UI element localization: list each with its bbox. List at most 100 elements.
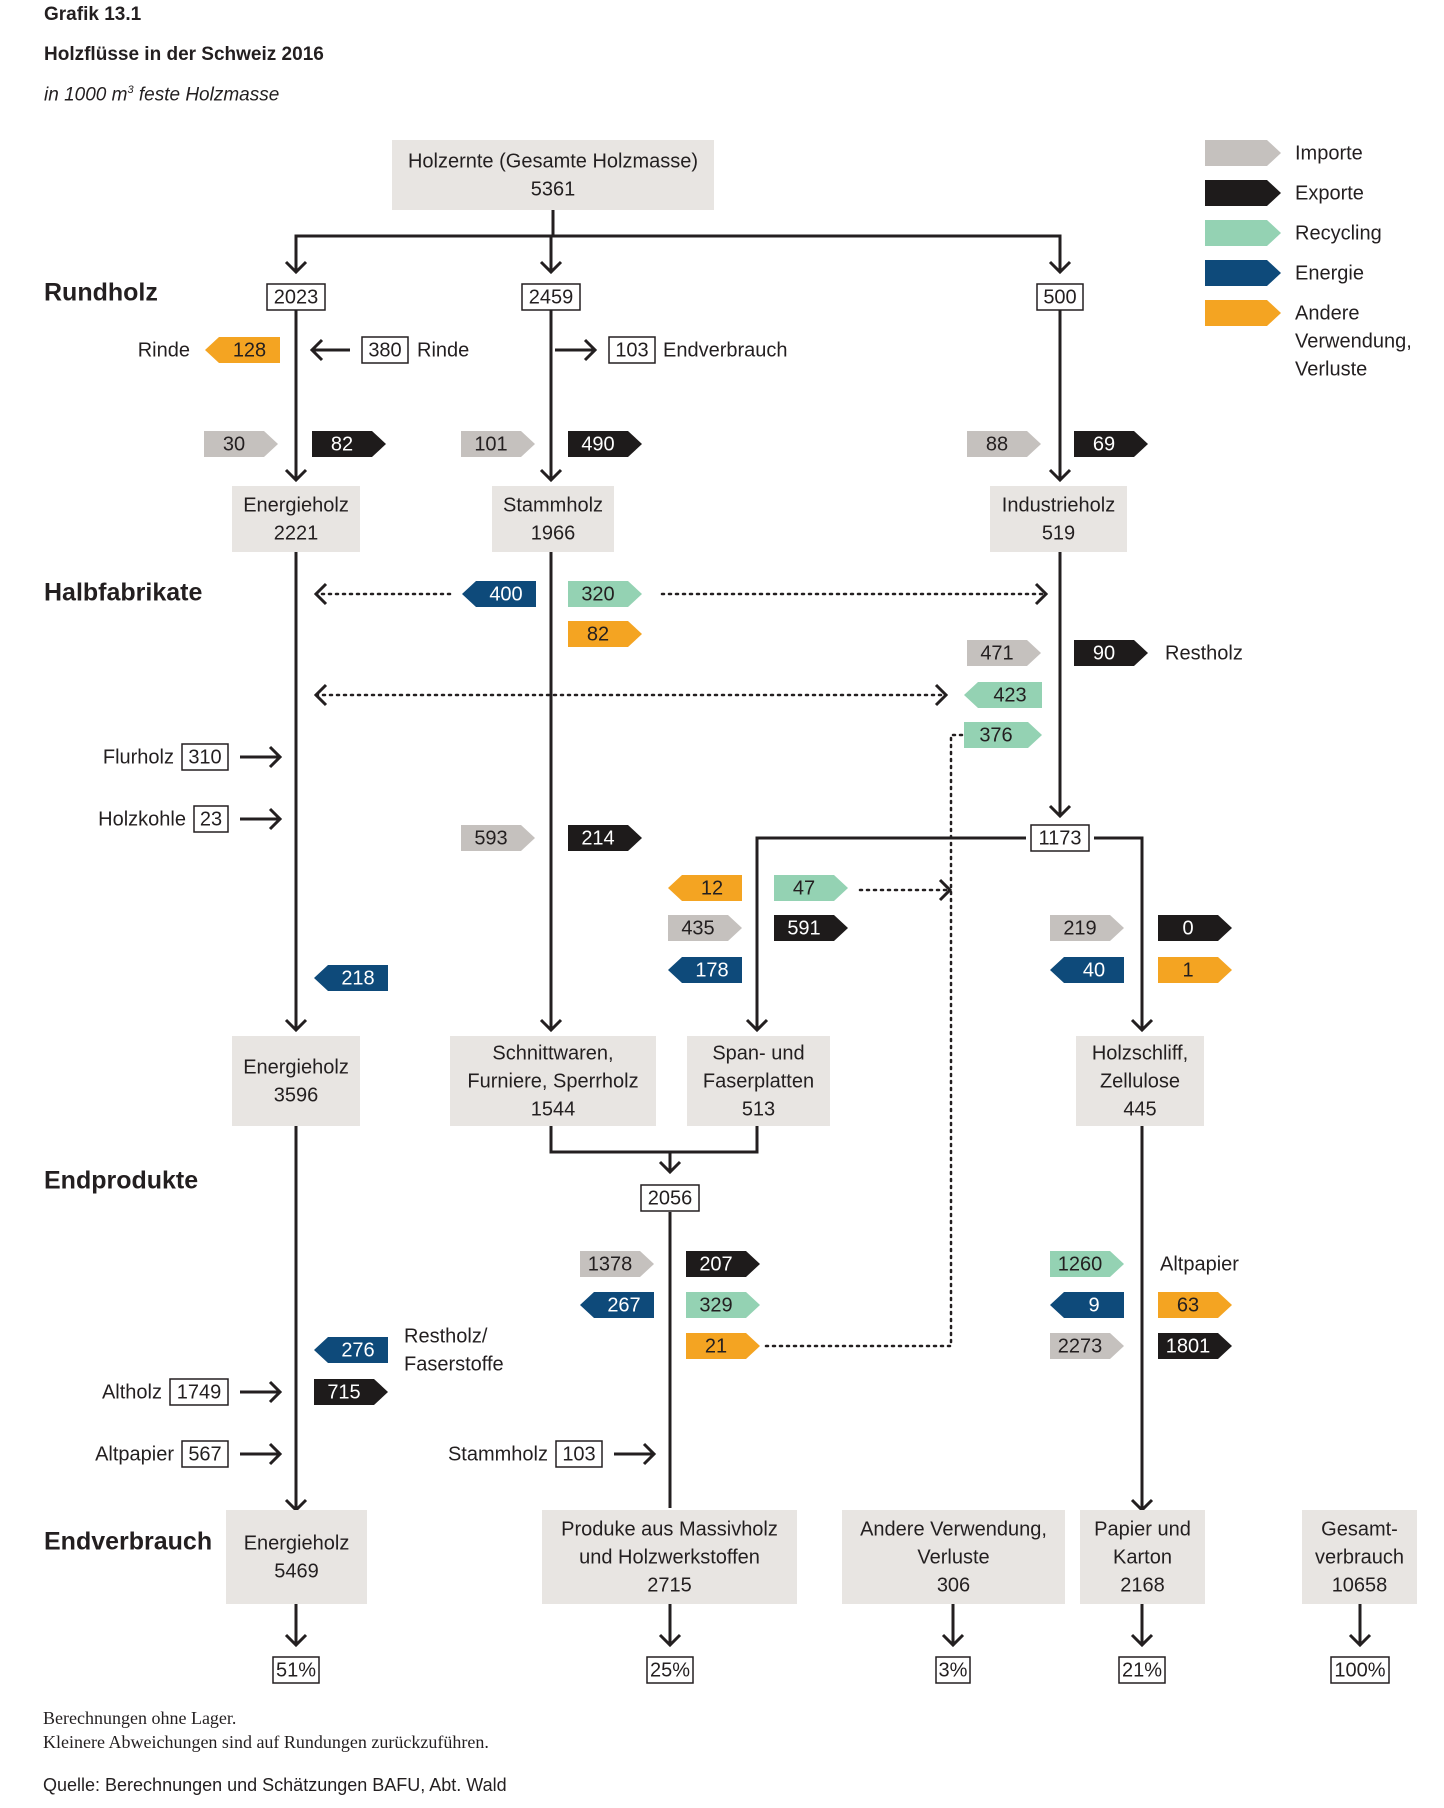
input-label-altholz: Altholz: [102, 1381, 162, 1403]
box-text-ev-other: 306: [937, 1574, 970, 1596]
arrowhead-icon: [941, 1633, 965, 1648]
arrowhead-icon: [938, 878, 953, 902]
framed-value-ep-2056: 2056: [648, 1187, 693, 1209]
box-text-hf-sawn: 1544: [531, 1098, 576, 1120]
arrowhead-icon: [1048, 804, 1072, 819]
flow-tag-energy: [462, 581, 536, 607]
flow-tag-energy: [1050, 1292, 1124, 1318]
flow-value-exp-energy-rh: 82: [331, 433, 353, 455]
flow-value-exp-log: 490: [581, 433, 614, 455]
input-value-stammholz-in-frame: [555, 1440, 603, 1468]
framed-value-rh-2023-frame: [266, 283, 326, 311]
box-rh-energy: [232, 486, 360, 552]
input-label-stammholz-in: Stammholz: [448, 1443, 548, 1465]
flow-tag-export: [1074, 640, 1148, 666]
input-arrow-altpapier-in-head-icon: [268, 1442, 283, 1466]
box-text-ev-other: Andere Verwendung,: [860, 1518, 1047, 1540]
framed-value-rh-2459: 2459: [529, 286, 574, 308]
flow-tag-energy: [314, 1337, 388, 1363]
flow-tag-import: [1050, 915, 1124, 941]
flow-value-exp-paper: 1801: [1166, 1335, 1211, 1357]
flow-tag-other: [686, 1333, 760, 1359]
input-value-endverbrauch: 103: [615, 339, 648, 361]
box-text-hf-panels: Span- und: [712, 1042, 804, 1064]
flow-value-saw-other: 82: [587, 623, 609, 645]
framed-value-pct-other: 3%: [939, 1659, 968, 1681]
arrowhead-icon: [284, 1633, 308, 1648]
flow-value-exp-pulp: 0: [1182, 917, 1193, 939]
unit-suffix: feste Holzmasse: [133, 84, 280, 106]
box-rh-log: [492, 486, 614, 552]
flow-tag-other: [1158, 1292, 1232, 1318]
flow-tag-energy: [314, 965, 388, 991]
box-text-hf-energy: 3596: [274, 1084, 319, 1106]
input-label-altpapier-in: Altpapier: [95, 1443, 174, 1465]
arrowhead-icon: [313, 683, 328, 707]
arrowhead-icon: [1130, 1018, 1154, 1033]
arrowhead-icon: [658, 1160, 682, 1175]
flow-tag-other: [668, 875, 742, 901]
framed-value-pct-energy-frame: [272, 1656, 320, 1684]
split-right-line: [1094, 836, 1144, 1028]
box-text-hf-pulp: Zellulose: [1100, 1070, 1180, 1092]
box-text-ev-solid: und Holzwerkstoffen: [579, 1546, 760, 1568]
framed-value-pct-paper: 21%: [1122, 1659, 1162, 1681]
box-text-rh-industry: Industrieholz: [1002, 494, 1115, 516]
box-rh-industry: [990, 486, 1127, 552]
box-text-harvest: 5361: [531, 178, 576, 200]
flow-tag-export: [314, 1379, 388, 1405]
split-left-line: [755, 836, 1026, 1028]
flow-tag-recycling: [964, 722, 1042, 748]
framed-value-pct-energy: 51%: [276, 1659, 316, 1681]
flow-value-imp-sawn: 593: [474, 827, 507, 849]
arrowhead-icon: [539, 1018, 563, 1033]
footnote-rounding: Kleinere Abweichungen sind auf Rundungen…: [43, 1732, 489, 1752]
framed-value-rh-2023: 2023: [274, 286, 319, 308]
box-text-ev-total: verbrauch: [1315, 1546, 1404, 1568]
box-ev-other: [842, 1510, 1065, 1604]
box-ev-paper: [1080, 1510, 1205, 1604]
arrowhead-icon: [1130, 1633, 1154, 1648]
framed-value-pct-solid: 25%: [650, 1659, 690, 1681]
legend-label-export: Exporte: [1295, 182, 1364, 204]
box-text-rh-energy: Energieholz: [243, 494, 349, 516]
restholz-faser-label: Restholz/: [404, 1325, 488, 1347]
box-text-ev-total: 10658: [1332, 1574, 1388, 1596]
chart-title: Holzflüsse in der Schweiz 2016: [44, 44, 324, 65]
flow-value-panels-recycling: 47: [793, 877, 815, 899]
framed-value-pct-total-frame: [1330, 1656, 1390, 1684]
input-label-rinde-in: Rinde: [417, 339, 469, 361]
flow-tag-energy: [580, 1292, 654, 1318]
box-text-ev-solid: 2715: [647, 1574, 692, 1596]
flow-tag-recycling: [774, 875, 848, 901]
flow-value-exp-sawn: 214: [581, 827, 614, 849]
flow-value-paper-other: 63: [1177, 1294, 1199, 1316]
flow-value-saw-energy: 400: [489, 583, 522, 605]
box-hf-energy: [232, 1036, 360, 1126]
framed-value-rh-2459-frame: [521, 283, 581, 311]
arrowhead-icon: [745, 1018, 769, 1033]
legend-label-other-2: Verwendung,: [1295, 330, 1412, 352]
input-value-altholz-frame: [169, 1378, 229, 1406]
input-label-holzkohle: Holzkohle: [98, 808, 186, 830]
flow-value-restholz-energy: 276: [341, 1339, 374, 1361]
legend-label-energy: Energie: [1295, 262, 1364, 284]
flow-tag-import: [461, 825, 535, 851]
arrowhead-icon: [284, 468, 308, 483]
legend-label-other-3: Verluste: [1295, 358, 1367, 380]
figure-label: Grafik 13.1: [44, 4, 142, 25]
flow-value-hf-energy-in: 218: [341, 967, 374, 989]
flow-value-imp-industry: 88: [986, 433, 1008, 455]
merge-line: [549, 1126, 759, 1154]
box-text-hf-panels: 513: [742, 1098, 775, 1120]
flow-tag-recycling: [964, 682, 1042, 708]
framed-value-hf-1173: 1173: [1038, 827, 1081, 849]
box-text-harvest: Holzernte (Gesamte Holzmasse): [408, 150, 698, 172]
flow-value-ep-other: 21: [705, 1335, 727, 1357]
input-arrow-stammholz-in-head-icon: [642, 1442, 657, 1466]
flow-value-imp-paper: 2273: [1058, 1335, 1103, 1357]
framed-value-ep-2056-frame: [640, 1184, 700, 1212]
arrowhead-icon: [1034, 582, 1049, 606]
arrowhead-icon: [934, 683, 949, 707]
flow-tag-import: [668, 915, 742, 941]
